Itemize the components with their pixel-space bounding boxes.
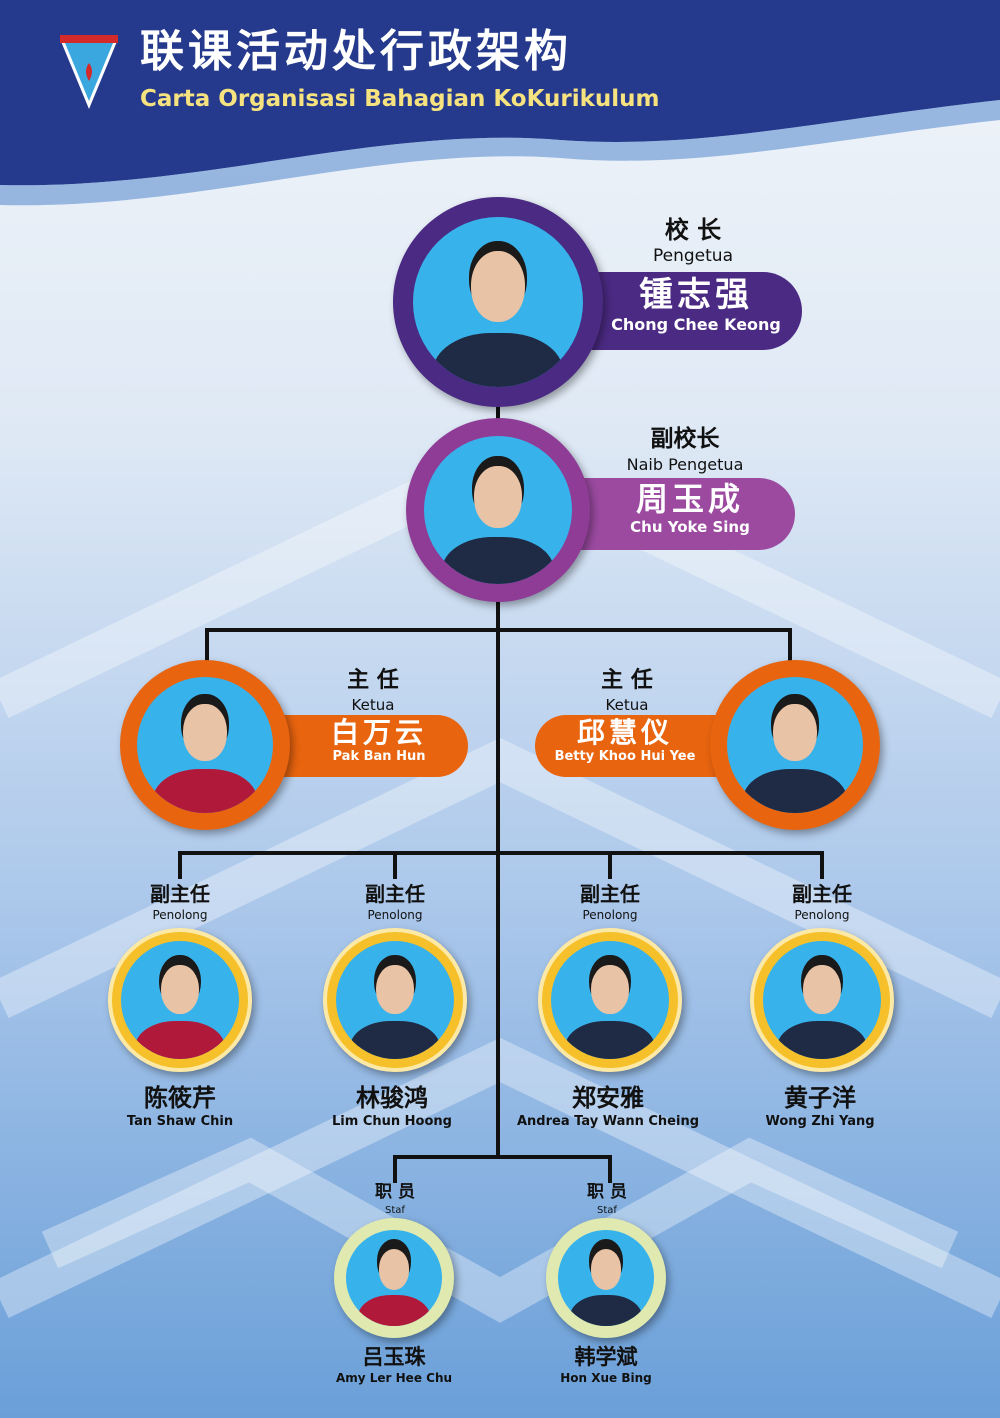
principal-name-en: Chong Chee Keong bbox=[611, 315, 781, 335]
assistant-role-zh: 副主任 bbox=[150, 882, 210, 906]
deputy-name-en: Chu Yoke Sing bbox=[630, 517, 750, 536]
head-name-pill: 白万云 Pak Ban Hun bbox=[270, 715, 468, 777]
connector-line bbox=[178, 851, 182, 879]
connector-line bbox=[496, 400, 500, 1157]
staff-name-zh: 韩学斌 bbox=[574, 1344, 638, 1369]
page-subtitle: Carta Organisasi Bahagian KoKurikulum bbox=[140, 86, 660, 112]
assistant-role-zh: 副主任 bbox=[580, 882, 640, 906]
head-name-en: Pak Ban Hun bbox=[332, 749, 426, 765]
assistant-role-ms: Penolong bbox=[582, 908, 638, 922]
deputy-role-ms: Naib Pengetua bbox=[626, 455, 744, 474]
assistant-name-zh: 黄子洋 bbox=[784, 1083, 856, 1112]
staff-photo bbox=[558, 1230, 654, 1326]
head-role-zh: 主 任 bbox=[347, 667, 399, 693]
principal-name-zh: 锺志强 bbox=[639, 275, 753, 315]
assistant-name-zh: 林骏鸿 bbox=[356, 1083, 428, 1112]
staff-role-zh: 职 员 bbox=[375, 1182, 415, 1202]
deputy-photo bbox=[424, 436, 572, 584]
head-photo bbox=[137, 677, 273, 813]
assistant-name-en: Wong Zhi Yang bbox=[765, 1114, 875, 1129]
assistant-name-en: Lim Chun Hoong bbox=[332, 1114, 452, 1129]
head-name-pill: 邱慧仪 Betty Khoo Hui Yee bbox=[535, 715, 735, 777]
principal-photo bbox=[413, 217, 583, 387]
head-photo bbox=[727, 677, 863, 813]
connector-line bbox=[788, 628, 792, 662]
assistant-role-ms: Penolong bbox=[152, 908, 208, 922]
assistant-photo bbox=[551, 941, 669, 1059]
connector-line bbox=[608, 851, 612, 879]
head-role-ms: Ketua bbox=[351, 696, 395, 714]
connector-line bbox=[205, 628, 209, 662]
principal-role-ms: Pengetua bbox=[653, 246, 733, 266]
head-name-en: Betty Khoo Hui Yee bbox=[554, 749, 696, 765]
staff-name-zh: 吕玉珠 bbox=[362, 1344, 426, 1369]
deputy-name-zh: 周玉成 bbox=[635, 480, 744, 518]
deputy-role-zh: 副校长 bbox=[650, 425, 720, 452]
staff-photo bbox=[346, 1230, 442, 1326]
deputy-name-pill: 周玉成 Chu Yoke Sing bbox=[555, 478, 795, 550]
assistant-name-en: Tan Shaw Chin bbox=[126, 1114, 234, 1129]
staff-role-zh: 职 员 bbox=[587, 1182, 627, 1202]
head-name-zh: 白万云 bbox=[330, 716, 427, 749]
assistant-name-zh: 陈筱芹 bbox=[144, 1083, 216, 1112]
principal-role-zh: 校 长 bbox=[664, 215, 722, 244]
assistant-photo bbox=[121, 941, 239, 1059]
connector-line bbox=[205, 628, 792, 632]
connector-line bbox=[608, 1155, 612, 1183]
staff-name-en: Amy Ler Hee Chu bbox=[335, 1371, 453, 1385]
head-role-zh: 主 任 bbox=[601, 667, 653, 693]
assistant-role-zh: 副主任 bbox=[365, 882, 425, 906]
assistant-role-ms: Penolong bbox=[794, 908, 850, 922]
assistant-role-zh: 副主任 bbox=[792, 882, 852, 906]
assistant-role-ms: Penolong bbox=[367, 908, 423, 922]
connector-line bbox=[393, 1155, 612, 1159]
connector-line bbox=[178, 851, 824, 855]
assistant-photo bbox=[336, 941, 454, 1059]
head-name-zh: 邱慧仪 bbox=[576, 716, 673, 749]
assistant-name-zh: 郑安雅 bbox=[572, 1083, 644, 1112]
connector-line bbox=[820, 851, 824, 879]
assistant-name-en: Andrea Tay Wann Cheing bbox=[516, 1114, 700, 1129]
staff-role-ms: Staf bbox=[385, 1205, 405, 1216]
staff-name-en: Hon Xue Bing bbox=[560, 1371, 652, 1385]
head-role-ms: Ketua bbox=[605, 696, 649, 714]
page-title: 联课活动处行政架构 bbox=[140, 26, 572, 77]
school-logo bbox=[58, 33, 120, 111]
connector-line bbox=[393, 851, 397, 879]
staff-role-ms: Staf bbox=[597, 1205, 617, 1216]
assistant-photo bbox=[763, 941, 881, 1059]
connector-line bbox=[393, 1155, 397, 1183]
